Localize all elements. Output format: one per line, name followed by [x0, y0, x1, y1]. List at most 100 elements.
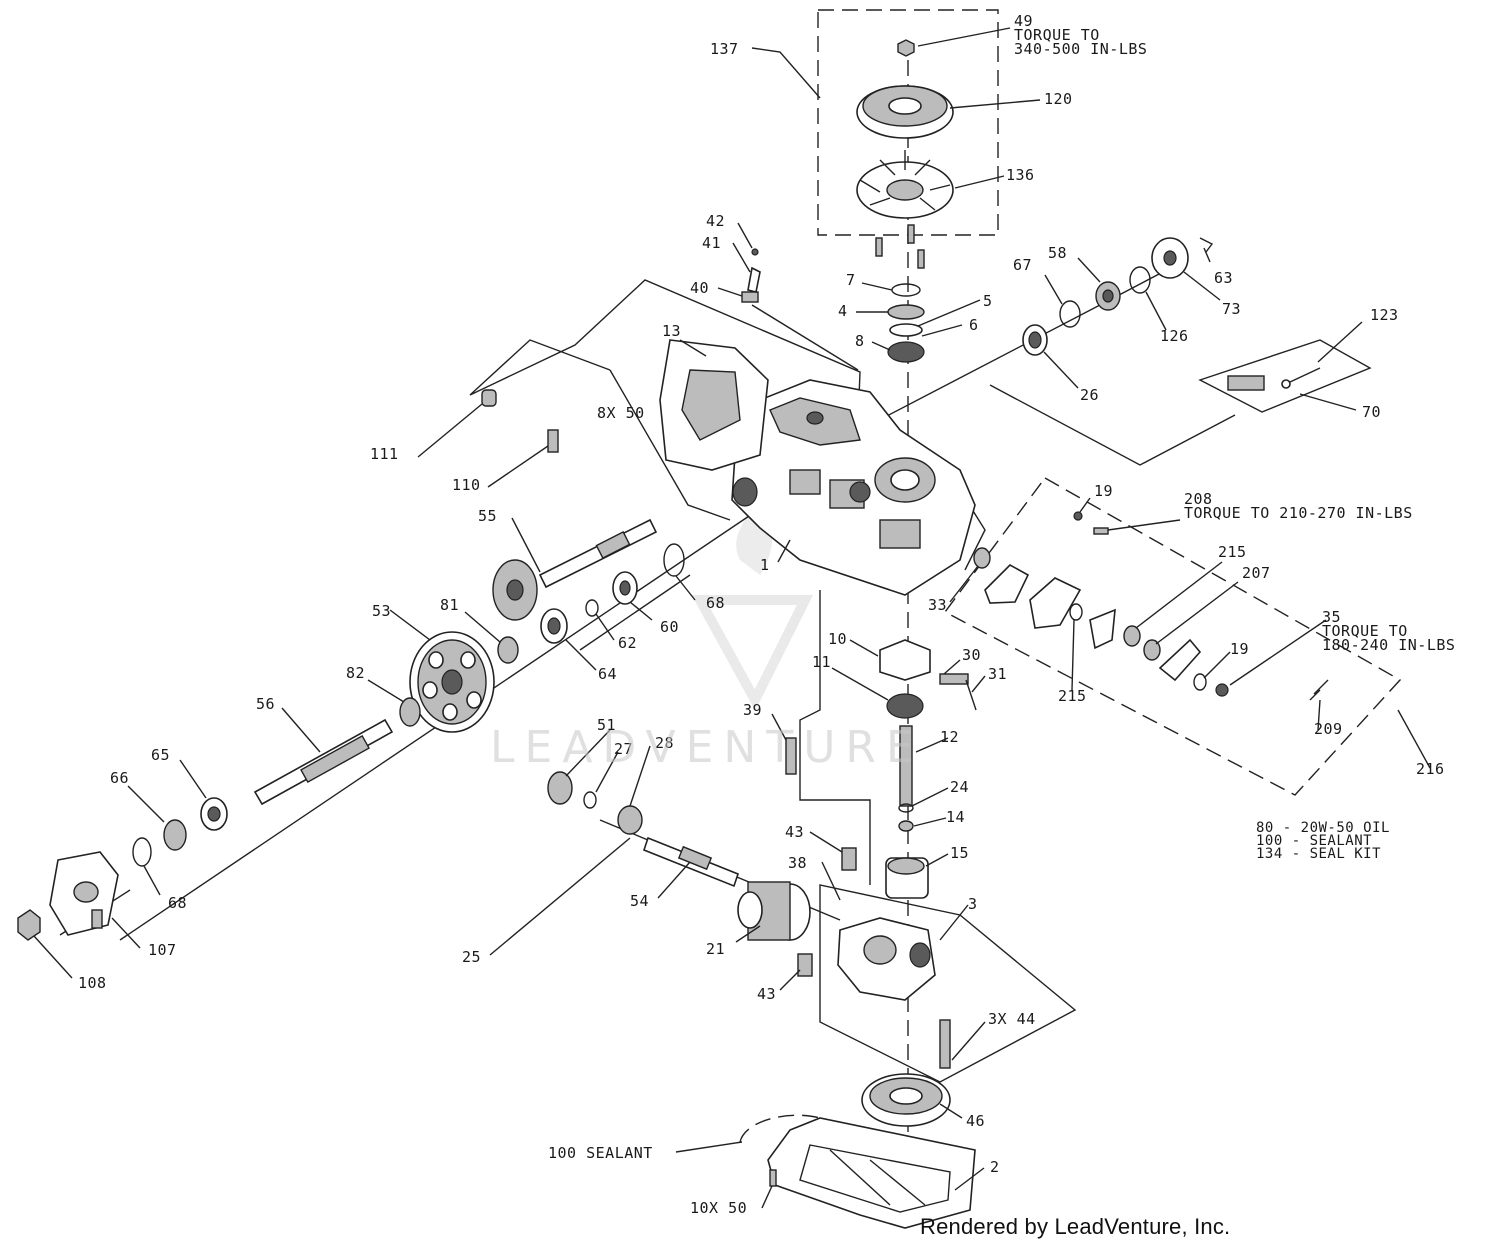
callout-14: 14	[946, 808, 966, 826]
part-65-bearing	[200, 797, 228, 831]
callout-46: 46	[966, 1112, 986, 1130]
callout-207: 207	[1242, 564, 1271, 582]
part-1-main-housing	[731, 379, 976, 596]
note-seal-kit: 134 - SEAL KIT	[1256, 846, 1382, 862]
callout-54: 54	[630, 892, 650, 910]
callout-55: 55	[478, 507, 498, 525]
render-credit: Rendered by LeadVenture, Inc.	[920, 1214, 1231, 1239]
part-68-ring-lower	[132, 837, 152, 867]
callout-10x50: 10X 50	[690, 1199, 748, 1217]
part-24-14	[898, 803, 914, 832]
part-126-ring	[1129, 266, 1151, 294]
callout-30: 30	[962, 646, 982, 664]
callout-100-sealant: 100 SEALANT	[548, 1144, 653, 1162]
callout-7: 7	[846, 271, 856, 289]
callout-111: 111	[370, 445, 399, 463]
part-stack-4-8	[887, 283, 925, 363]
callout-12: 12	[940, 728, 960, 746]
callout-25: 25	[462, 948, 482, 966]
callout-49-torque-value: 340-500 IN-LBS	[1014, 40, 1148, 58]
watermark-text: LEADVENTURE	[490, 722, 924, 773]
callout-8x50: 8X 50	[597, 404, 645, 422]
callout-49-number: 49	[1014, 12, 1034, 30]
callout-24: 24	[950, 778, 970, 796]
leader-lines	[33, 27, 1431, 1209]
callout-73: 73	[1222, 300, 1242, 318]
part-62-washer	[585, 599, 599, 617]
callout-19-lower: 19	[1230, 640, 1250, 658]
callout-13: 13	[662, 322, 682, 340]
part-68-ring-upper	[663, 543, 685, 577]
part-43-pins	[797, 847, 857, 977]
callout-67: 67	[1013, 256, 1033, 274]
callout-68-lower: 68	[168, 894, 188, 912]
callout-1: 1	[760, 556, 770, 574]
callout-41: 41	[702, 234, 722, 252]
callout-6: 6	[969, 316, 979, 334]
part-107-hub	[49, 851, 119, 936]
callout-21: 21	[706, 940, 726, 958]
group-box-3	[819, 884, 1077, 1083]
callout-3x44: 3X 44	[988, 1010, 1036, 1028]
part-12-shaft	[899, 725, 913, 807]
part-216-group-parts	[973, 511, 1329, 701]
callout-137: 137	[710, 40, 739, 58]
part-10-swashplate	[879, 639, 931, 681]
callout-66: 66	[110, 769, 130, 787]
callout-51: 51	[597, 716, 617, 734]
part-63-clip	[1199, 237, 1214, 253]
callout-62: 62	[618, 634, 638, 652]
callout-35-number: 35	[1322, 608, 1342, 626]
callout-43-lower: 43	[757, 985, 777, 1003]
part-66-seal	[163, 819, 187, 851]
part-54-shaft	[643, 836, 739, 888]
part-53-large-gear	[409, 631, 495, 733]
part-60-bearing	[612, 571, 638, 605]
part-bolts-137	[875, 224, 925, 269]
callout-3: 3	[968, 895, 978, 913]
callout-64: 64	[598, 665, 618, 683]
callout-108: 108	[78, 974, 107, 992]
callout-28: 28	[655, 734, 675, 752]
note-oil: 80 - 20W-50 OIL	[1256, 820, 1390, 836]
callout-5: 5	[983, 292, 993, 310]
callout-216: 216	[1416, 760, 1445, 778]
part-81-washer	[497, 636, 519, 664]
callout-136: 136	[1006, 166, 1035, 184]
callout-19-upper: 19	[1094, 482, 1114, 500]
callout-215-upper: 215	[1218, 543, 1247, 561]
callout-35-torque-label: TORQUE TO	[1322, 622, 1408, 640]
callout-8: 8	[855, 332, 865, 350]
callout-58: 58	[1048, 244, 1068, 262]
part-58-gear	[1095, 281, 1121, 311]
part-15-block	[885, 857, 929, 899]
callout-63: 63	[1214, 269, 1234, 287]
part-40-42-lever	[741, 248, 761, 303]
callout-27: 27	[614, 740, 634, 758]
part-44-bolt	[939, 1019, 951, 1069]
callout-215-lower: 215	[1058, 687, 1087, 705]
callout-33: 33	[928, 596, 948, 614]
callout-53: 53	[372, 602, 392, 620]
callout-11: 11	[812, 653, 832, 671]
callout-40: 40	[690, 279, 710, 297]
callout-107: 107	[148, 941, 177, 959]
callout-209: 209	[1314, 720, 1343, 738]
callout-4: 4	[838, 302, 848, 320]
part-51-gear	[547, 771, 573, 805]
part-46-ring-gear	[861, 1073, 951, 1127]
callout-56: 56	[256, 695, 276, 713]
callout-60: 60	[660, 618, 680, 636]
part-55-gear	[492, 559, 538, 621]
part-2-bottom-cover	[739, 1114, 976, 1229]
part-136-fan	[856, 150, 954, 219]
part-108-nut	[17, 909, 41, 941]
callout-208-number: 208	[1184, 490, 1213, 508]
callout-26: 26	[1080, 386, 1100, 404]
